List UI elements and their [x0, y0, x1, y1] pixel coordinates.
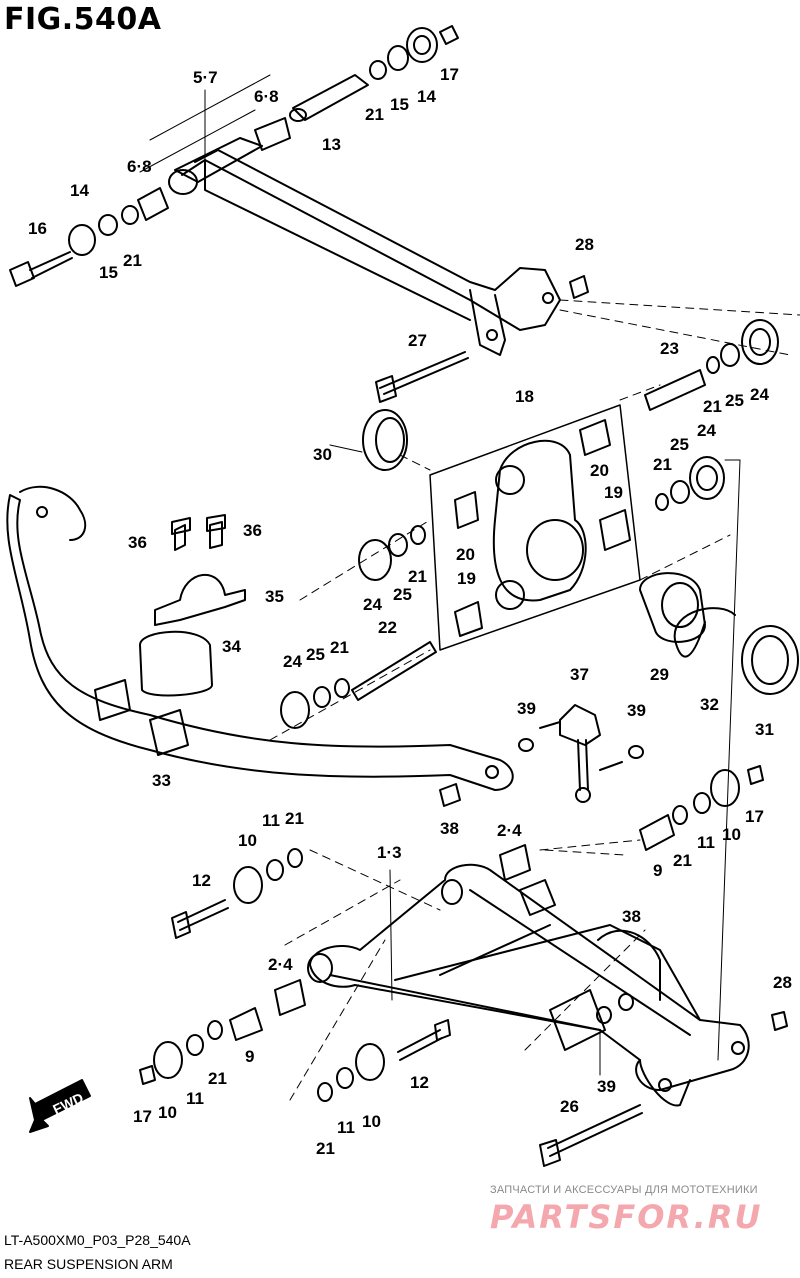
callout: 10	[362, 1112, 381, 1131]
callout: 17	[440, 65, 459, 84]
callout: 2·4	[268, 955, 293, 974]
callout: 2·4	[497, 821, 522, 840]
callout: 25	[393, 585, 412, 604]
callout: 15	[99, 263, 118, 282]
callout: 9	[653, 861, 662, 880]
stabilizer-link	[439, 704, 644, 807]
callout: 10	[722, 825, 741, 844]
callout: 1·3	[377, 843, 402, 862]
lower-arm	[307, 863, 750, 1107]
callout: 11	[337, 1118, 355, 1137]
callout: 21	[703, 397, 722, 416]
callout: 17	[745, 807, 764, 826]
callout: 21	[365, 105, 384, 124]
figure-code: LT-A500XM0_P03_P28_540A	[4, 1232, 191, 1248]
callout: 5·7	[193, 68, 218, 87]
svg-text:PARTSFOR.RU: PARTSFOR.RU	[490, 1198, 762, 1236]
callout: 11	[697, 833, 715, 852]
fwd-arrow-icon: FWD	[29, 1079, 91, 1133]
callout: 10	[158, 1103, 177, 1122]
callout: 24	[363, 595, 382, 614]
callout-numbers: 5·7 6·8 6·8 13 21 15 14 17 14 16 15 21 2…	[28, 65, 792, 1158]
callout: 21	[123, 251, 142, 270]
stabilizer-mount	[139, 514, 246, 697]
figure-title: FIG.540A	[4, 2, 162, 37]
callout: 12	[192, 871, 211, 890]
callout: 17	[133, 1107, 152, 1126]
callout: 20	[456, 545, 475, 564]
leader-lines	[269, 299, 800, 1101]
watermark-logo: PARTSFOR.RU	[490, 1198, 762, 1236]
figure-subtitle: REAR SUSPENSION ARM	[4, 1256, 173, 1272]
callout: 22	[378, 618, 397, 637]
callout: 29	[650, 665, 669, 684]
callout: 28	[575, 235, 594, 254]
callout: 24	[750, 385, 769, 404]
callout: 19	[457, 569, 476, 588]
callout: 21	[316, 1139, 335, 1158]
callout: 13	[322, 135, 341, 154]
callout: 21	[208, 1069, 227, 1088]
callout: 24	[697, 421, 716, 440]
knuckle-hardware	[280, 319, 799, 729]
callout: 26	[560, 1097, 579, 1116]
callout: 39	[627, 701, 646, 720]
lower-arm-hardware	[139, 765, 788, 1167]
callout: 16	[28, 219, 47, 238]
callout: 9	[245, 1047, 254, 1066]
callout: 39	[597, 1077, 616, 1096]
upper-pivot-hardware	[9, 25, 589, 299]
callout: 25	[306, 645, 325, 664]
callout: 21	[408, 567, 427, 586]
callout: 36	[243, 521, 262, 540]
callout: 21	[653, 455, 672, 474]
callout: 21	[673, 851, 692, 870]
callout: 10	[238, 831, 257, 850]
callout: 38	[622, 907, 641, 926]
callout: 25	[725, 391, 744, 410]
callout: 32	[700, 695, 719, 714]
callout: 39	[517, 699, 536, 718]
callout: 12	[410, 1073, 429, 1092]
callout: 24	[283, 652, 302, 671]
callout: 36	[128, 533, 147, 552]
callout: 34	[222, 637, 241, 656]
callout: 19	[604, 483, 623, 502]
callout: 18	[515, 387, 534, 406]
callout: 14	[417, 87, 436, 106]
callout: 31	[755, 720, 774, 739]
callout: 21	[285, 809, 304, 828]
callout: 28	[773, 973, 792, 992]
callout: 27	[408, 331, 427, 350]
upper-arm	[168, 137, 561, 356]
callout-leaders	[139, 74, 741, 1076]
callout: 33	[152, 771, 171, 790]
watermark-tagline: ЗАПЧАСТИ И АКСЕССУАРЫ ДЛЯ МОТОТЕХНИКИ	[490, 1184, 758, 1196]
callout: 25	[670, 435, 689, 454]
callout: 35	[265, 587, 284, 606]
callout: 11	[262, 811, 280, 830]
knuckle	[429, 404, 641, 651]
callout: 11	[186, 1089, 204, 1108]
callout: 14	[70, 181, 89, 200]
callout: 23	[660, 339, 679, 358]
callout: 6·8	[127, 157, 152, 176]
callout: 21	[330, 638, 349, 657]
callout: 6·8	[254, 87, 279, 106]
callout: 20	[590, 461, 609, 480]
stabilizer-bar	[6, 485, 514, 791]
callout: 15	[390, 95, 409, 114]
callout: 37	[570, 665, 589, 684]
callout: 38	[440, 819, 459, 838]
callout: 30	[313, 445, 332, 464]
